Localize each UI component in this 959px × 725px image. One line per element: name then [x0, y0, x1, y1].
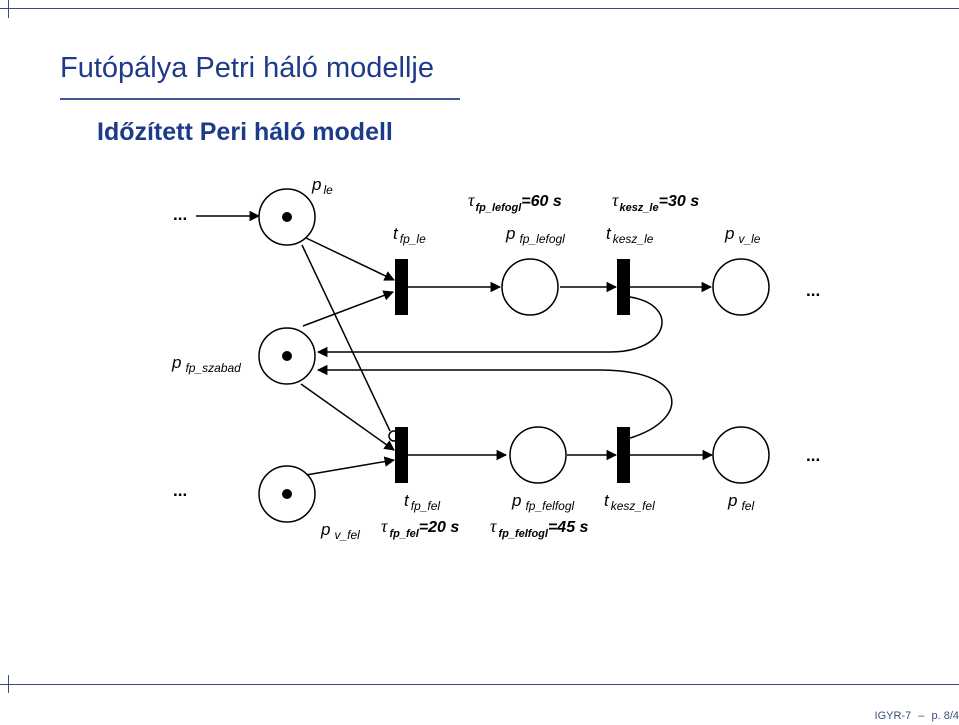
- footer-page: p. 8/4: [931, 710, 959, 722]
- footer-dash: –: [918, 710, 925, 722]
- arc-p-le-to-t-fp-fel-inhibitor: [301, 244, 391, 432]
- top-frame-tick: [8, 0, 9, 18]
- footer: IGYR-7 – p. 8/4: [871, 710, 959, 722]
- ellipsis-bottom-right: ...: [806, 446, 820, 465]
- token-p-v-fel: [282, 489, 292, 499]
- slide-title: Futópálya Petri háló modellje: [60, 52, 434, 84]
- arc-t-kesz-fel-to-p-fp-szabad: [316, 364, 673, 439]
- arc-p-fp-szabad-to-t-fp-fel: [300, 383, 395, 451]
- ellipsis-bottom-left: ...: [173, 481, 187, 500]
- transitions: [395, 259, 630, 483]
- bottom-frame-tick: [8, 675, 9, 693]
- transition-t-kesz-fel: [617, 427, 630, 483]
- transition-t-kesz-le: [617, 259, 630, 315]
- arc-p-v-fel-to-t-fp-fel: [305, 456, 396, 476]
- place-p-fel: [712, 426, 770, 484]
- label-tau-kesz-le: τkesz_le=30 s: [612, 190, 699, 214]
- transition-t-fp-fel: [395, 427, 408, 483]
- token-p-le: [282, 212, 292, 222]
- footer-course: IGYR-7: [874, 710, 912, 722]
- place-p-fp-lefogl: [501, 258, 559, 316]
- place-p-v-le: [712, 258, 770, 316]
- ellipsis-top-right: ...: [806, 281, 820, 300]
- arc-p-le-to-t-fp-le: [303, 236, 395, 281]
- place-p-fp-felfogl: [509, 426, 567, 484]
- bottom-frame-line: [0, 684, 959, 685]
- ellipsis-top-left: ...: [173, 205, 187, 224]
- tokens: [282, 212, 292, 499]
- slide-subtitle: Időzített Peri háló modell: [97, 118, 393, 146]
- arc-t-kesz-le-to-p-fp-szabad: [316, 296, 663, 358]
- transition-t-fp-le: [395, 259, 408, 315]
- arc-p-fp-szabad-to-t-fp-le: [302, 290, 394, 327]
- title-rule: [60, 98, 460, 100]
- label-tau-fp-lefogl: τfp_lefogl=60 s: [468, 190, 562, 214]
- token-p-fp-szabad: [282, 351, 292, 361]
- ellipses: ... ... ... ...: [173, 205, 820, 500]
- top-frame-line: [0, 8, 959, 9]
- arcs: [196, 210, 714, 476]
